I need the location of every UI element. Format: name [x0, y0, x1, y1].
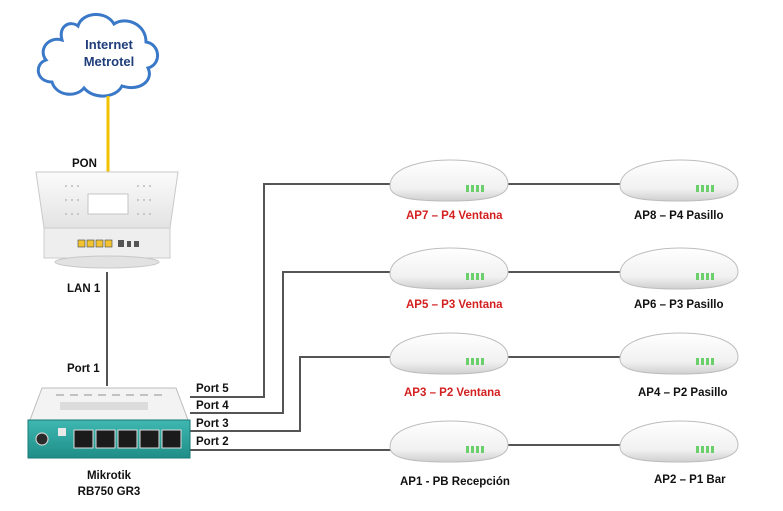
ap-device-ap8 — [619, 159, 739, 202]
router-name-line1: Mikrotik — [86, 470, 132, 482]
access-points — [389, 159, 739, 463]
cable-port4 — [190, 271, 392, 414]
internet-cloud — [36, 13, 159, 98]
router-power-jack — [35, 432, 49, 446]
ap-device-ap6 — [619, 247, 739, 290]
internet-label-line2: Metrotel — [83, 54, 135, 69]
router-port1-label: Port 1 — [67, 363, 100, 375]
router-ethernet-ports — [73, 429, 182, 449]
pon-label: PON — [72, 158, 97, 170]
ap7-label: AP7 – P4 Ventana — [406, 210, 503, 222]
ap5-label: AP5 – P3 Ventana — [406, 299, 503, 311]
ap-device-ap7 — [389, 159, 509, 202]
port5-label: Port 5 — [196, 383, 229, 395]
port2-label: Port 2 — [196, 436, 229, 448]
ap-device-ap3 — [389, 332, 509, 375]
ap-device-ap4 — [619, 332, 739, 375]
cables — [190, 183, 622, 451]
mikrotik-router — [27, 387, 191, 459]
ap-device-ap5 — [389, 247, 509, 290]
modem-sticker — [87, 193, 129, 215]
cloud-shape — [36, 13, 159, 98]
router-name: Mikrotik RB750 GR3 — [70, 468, 148, 500]
cable-port5 — [190, 183, 392, 398]
port3-label: Port 3 — [196, 418, 229, 430]
ap8-label: AP8 – P4 Pasillo — [634, 210, 724, 222]
port4-label: Port 4 — [196, 400, 229, 412]
modem-vent-holes — [65, 185, 151, 215]
ap2-label: AP2 – P1 Bar — [654, 474, 726, 486]
ap-device-ap2 — [619, 420, 739, 463]
router-label-plate — [60, 402, 148, 410]
internet-label-line1: Internet — [85, 37, 133, 52]
lan1-label: LAN 1 — [67, 283, 101, 295]
ap6-label: AP6 – P3 Pasillo — [634, 299, 724, 311]
ap3-label: AP3 – P2 Ventana — [404, 387, 501, 399]
ap1-label: AP1 - PB Recepción — [400, 476, 510, 488]
modem-ont — [35, 171, 179, 269]
ap-device-ap1 — [389, 420, 509, 463]
router-name-line2: RB750 GR3 — [77, 486, 141, 498]
internet-label: Internet Metrotel — [68, 36, 150, 70]
modem-lan-ports — [77, 239, 139, 248]
ap4-label: AP4 – P2 Pasillo — [638, 387, 728, 399]
cable-port3 — [190, 356, 392, 432]
